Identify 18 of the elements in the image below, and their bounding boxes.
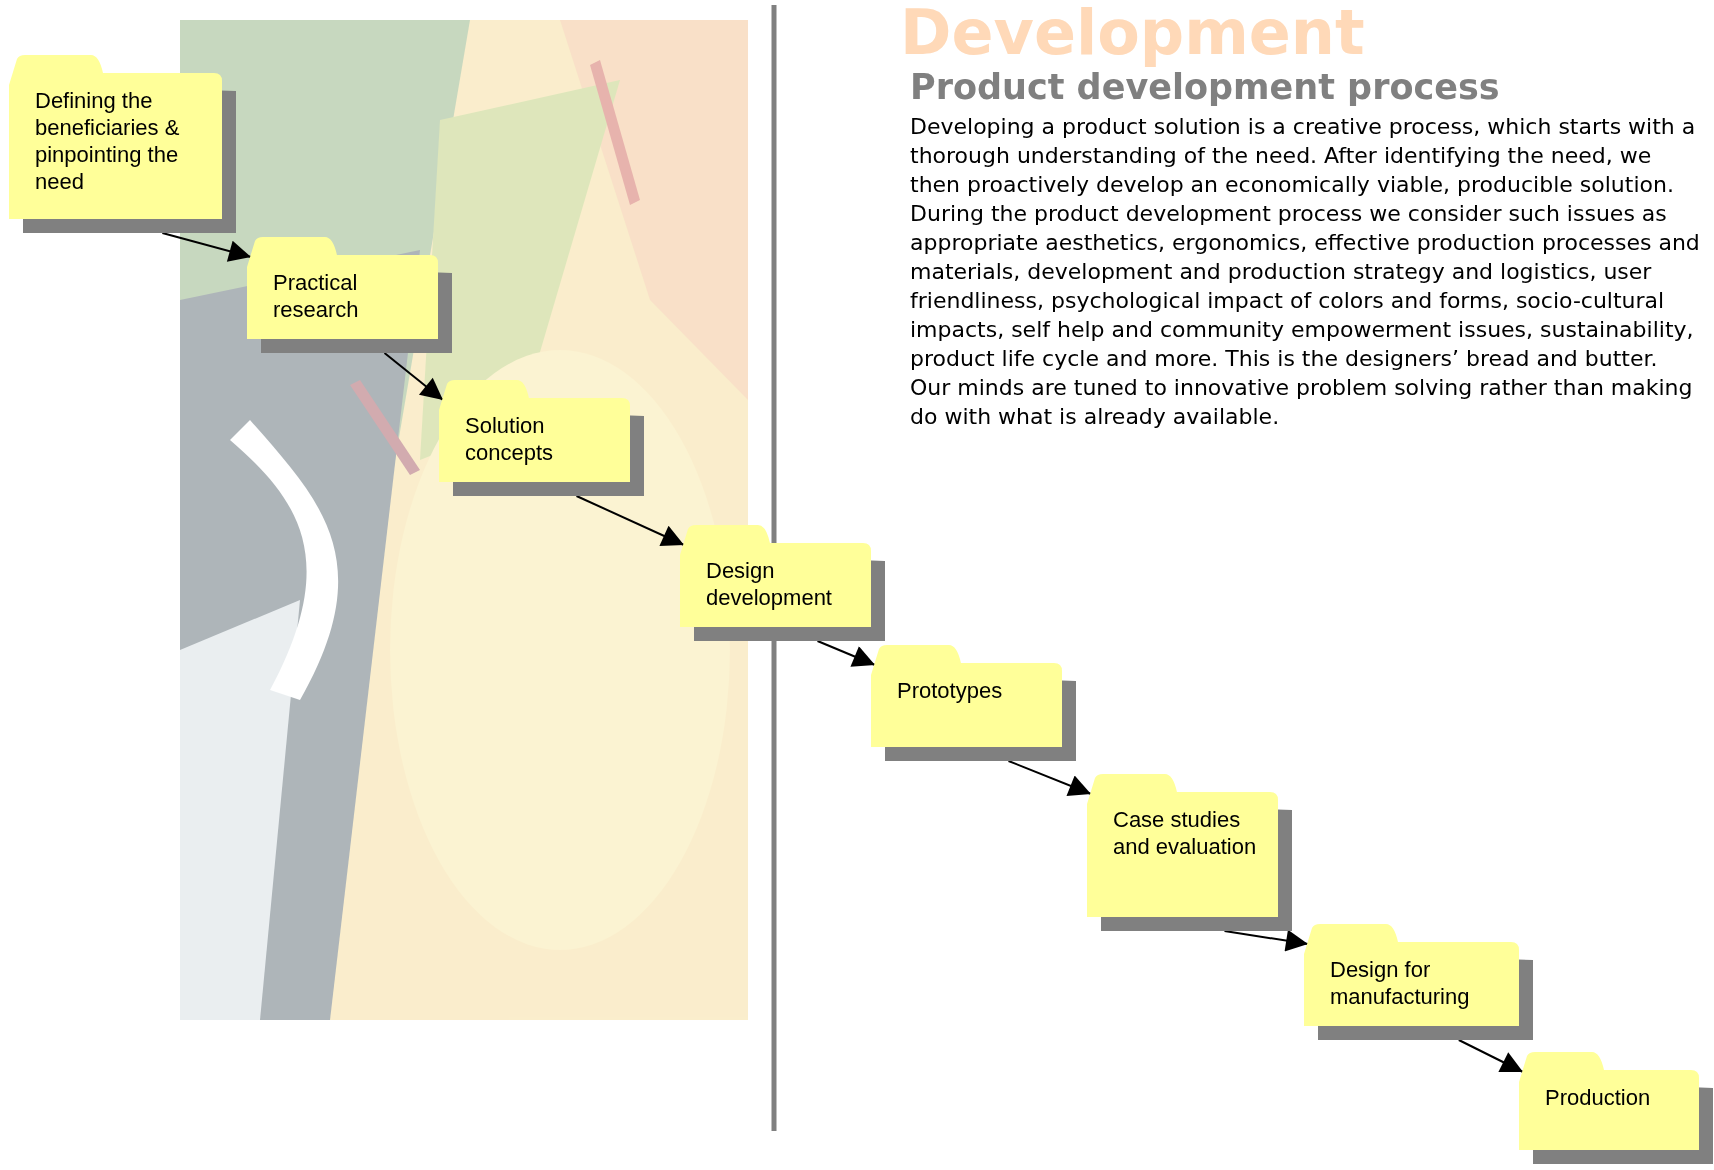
step-label: Practical research xyxy=(273,269,360,323)
title: Product development process xyxy=(910,67,1500,108)
step-label: Defining the beneficiaries & pinpointing the need xyxy=(35,87,181,195)
arrow xyxy=(161,232,252,262)
arrow xyxy=(816,640,876,667)
arrow xyxy=(383,352,444,401)
heading-text: Development xyxy=(900,0,1365,66)
step-label: Design development xyxy=(706,557,833,611)
step-label: Solution concepts xyxy=(465,412,555,466)
arrow xyxy=(1007,760,1092,797)
step-label: Case studies and evaluation xyxy=(1113,806,1258,860)
step-label: Production xyxy=(1545,1084,1652,1111)
step-label: Design for manufacturing xyxy=(1330,956,1471,1010)
step-label: Prototypes xyxy=(897,677,1004,704)
arrow xyxy=(1457,1039,1524,1073)
arrow xyxy=(575,495,685,546)
paragraph: Developing a product solution is a creative process, which starts with a thorough understanding of the need. After identifying the need, we then proactively develop an economically viable, producible solution. During the product development process we consider such issues as appropriate aesthetics, ergonomics, effective production processes and materials, development and production strategy and logistics, user friendliness, psychological impact of colors and forms, socio-cultural impacts, self help and community empowerment issues, sustainability, product life cycle and more. This is the designers’ bread and butter. Our minds are tuned to innovative problem solving rather than making do with what is already available. xyxy=(910,113,1700,431)
arrow xyxy=(1223,929,1309,952)
